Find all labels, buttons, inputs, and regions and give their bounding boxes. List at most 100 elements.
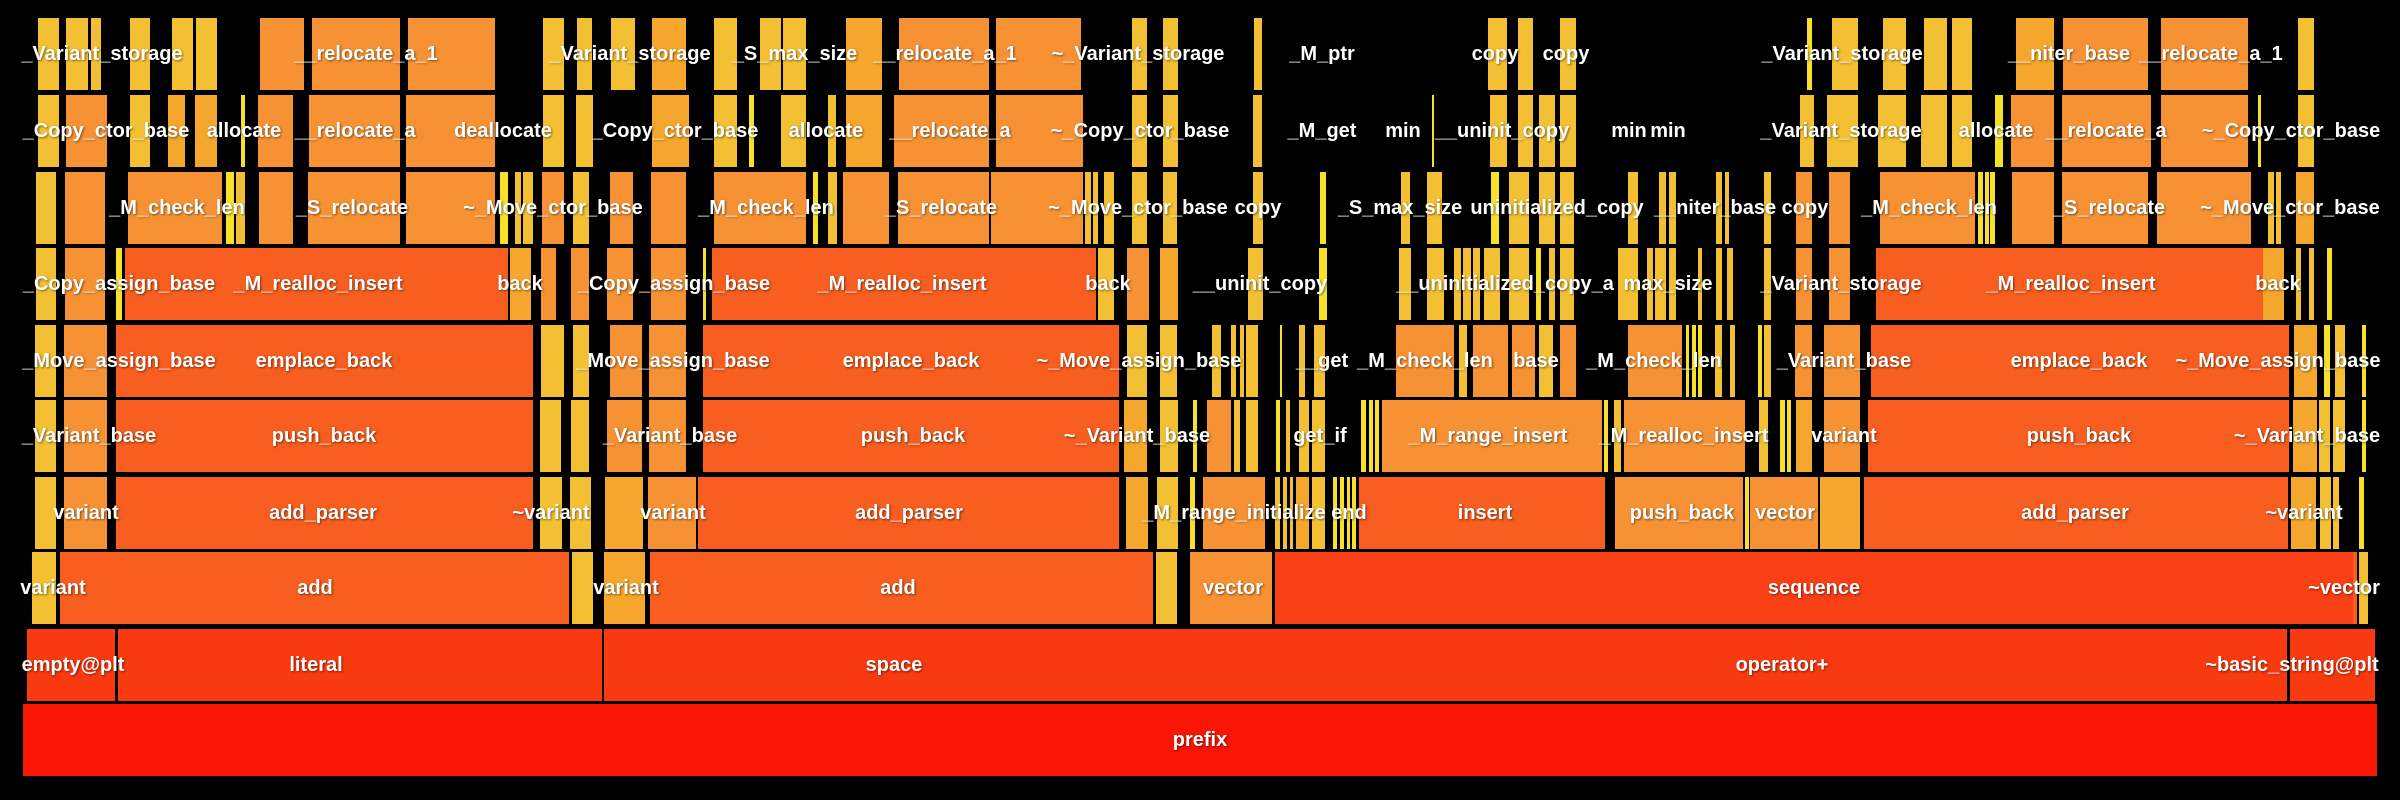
flame-bar[interactable] bbox=[846, 18, 882, 90]
flame-bar[interactable] bbox=[1864, 477, 2288, 549]
flame-bar[interactable] bbox=[1832, 18, 1858, 90]
flame-bar[interactable] bbox=[604, 629, 1188, 701]
flame-bar[interactable] bbox=[60, 552, 569, 624]
flame-bar[interactable] bbox=[1509, 172, 1529, 244]
flame-bar[interactable] bbox=[523, 172, 533, 244]
flame-bar[interactable] bbox=[1203, 477, 1265, 549]
flame-bar[interactable] bbox=[650, 552, 1153, 624]
flame-bar[interactable] bbox=[1253, 172, 1263, 244]
flame-bar[interactable] bbox=[1163, 95, 1178, 167]
flame-bar[interactable] bbox=[1878, 95, 1906, 167]
flame-bar[interactable] bbox=[168, 95, 185, 167]
flame-bar[interactable] bbox=[308, 172, 400, 244]
flame-bar[interactable] bbox=[1995, 95, 2003, 167]
flame-bar[interactable] bbox=[1730, 325, 1735, 397]
flame-bar[interactable] bbox=[1126, 477, 1148, 549]
flame-bar[interactable] bbox=[698, 477, 1119, 549]
flame-bar[interactable] bbox=[610, 325, 642, 397]
flame-bar[interactable] bbox=[1275, 552, 2353, 624]
flame-bar[interactable] bbox=[2294, 325, 2317, 397]
flame-bar[interactable] bbox=[35, 477, 56, 549]
flame-bar[interactable] bbox=[1698, 325, 1702, 397]
flame-bar[interactable] bbox=[91, 18, 101, 90]
flame-bar[interactable] bbox=[828, 172, 837, 244]
flame-bar[interactable] bbox=[1560, 248, 1574, 320]
flame-bar[interactable] bbox=[1518, 18, 1533, 90]
flame-bar[interactable] bbox=[1647, 248, 1653, 320]
flame-bar[interactable] bbox=[38, 95, 59, 167]
flame-bar[interactable] bbox=[1190, 552, 1272, 624]
flame-bar[interactable] bbox=[1490, 95, 1507, 167]
flame-bar[interactable] bbox=[1127, 325, 1147, 397]
flame-bar[interactable] bbox=[1188, 629, 2287, 701]
flame-bar[interactable] bbox=[35, 400, 56, 472]
flame-bar[interactable] bbox=[1829, 172, 1850, 244]
flame-bar[interactable] bbox=[1361, 400, 1366, 472]
flame-bar[interactable] bbox=[1614, 400, 1621, 472]
flame-bar[interactable] bbox=[116, 400, 533, 472]
flame-bar[interactable] bbox=[38, 18, 59, 90]
flame-bar[interactable] bbox=[1539, 95, 1555, 167]
flame-bar[interactable] bbox=[543, 18, 564, 90]
flame-bar[interactable] bbox=[2333, 477, 2339, 549]
flame-bar[interactable] bbox=[576, 95, 593, 167]
flame-bar[interactable] bbox=[572, 552, 593, 624]
flame-bar[interactable] bbox=[703, 325, 1119, 397]
flame-bar[interactable] bbox=[1286, 400, 1290, 472]
flame-bar[interactable] bbox=[64, 400, 107, 472]
flame-bar[interactable] bbox=[1876, 248, 2263, 320]
flame-bar[interactable] bbox=[1254, 18, 1262, 90]
flame-bar[interactable] bbox=[2335, 325, 2345, 397]
flame-bar[interactable] bbox=[1659, 172, 1666, 244]
flame-bar[interactable] bbox=[1163, 18, 1178, 90]
flame-bar[interactable] bbox=[651, 172, 686, 244]
flame-bar[interactable] bbox=[1473, 325, 1508, 397]
flame-bar[interactable] bbox=[1340, 477, 1344, 549]
flame-bar[interactable] bbox=[1780, 400, 1785, 472]
flame-bar[interactable] bbox=[2319, 400, 2330, 472]
flame-bar[interactable] bbox=[652, 95, 689, 167]
flame-bar[interactable] bbox=[510, 248, 531, 320]
flame-bar[interactable] bbox=[2161, 95, 2248, 167]
flame-bar[interactable] bbox=[1093, 172, 1098, 244]
flame-bar[interactable] bbox=[1536, 248, 1541, 320]
flame-bar[interactable] bbox=[1820, 477, 1860, 549]
flame-bar[interactable] bbox=[2296, 172, 2314, 244]
flame-bar[interactable] bbox=[2324, 325, 2330, 397]
flame-bar[interactable] bbox=[714, 172, 806, 244]
flame-bar[interactable] bbox=[2276, 172, 2281, 244]
flame-bar[interactable] bbox=[1618, 248, 1638, 320]
flame-bar[interactable] bbox=[65, 172, 105, 244]
flame-bar[interactable] bbox=[2016, 18, 2054, 90]
flame-bar[interactable] bbox=[1560, 325, 1576, 397]
flame-bar[interactable] bbox=[1246, 400, 1258, 472]
flame-bar[interactable] bbox=[781, 95, 806, 167]
flame-bar[interactable] bbox=[515, 172, 521, 244]
flame-bar[interactable] bbox=[1132, 172, 1147, 244]
flame-bar[interactable] bbox=[241, 95, 245, 167]
flame-bar[interactable] bbox=[1352, 477, 1356, 549]
flame-bar[interactable] bbox=[1880, 172, 1975, 244]
flame-bar[interactable] bbox=[828, 95, 836, 167]
flame-bar[interactable] bbox=[1624, 400, 1745, 472]
flame-bar[interactable] bbox=[1484, 248, 1500, 320]
flame-bar[interactable] bbox=[1382, 400, 1602, 472]
flame-bar[interactable] bbox=[1952, 18, 1972, 90]
flame-bar[interactable] bbox=[1160, 248, 1178, 320]
flame-bar[interactable] bbox=[1795, 325, 1812, 397]
flame-bar[interactable] bbox=[1157, 477, 1178, 549]
flame-bar[interactable] bbox=[1190, 477, 1195, 549]
flame-bar[interactable] bbox=[1320, 172, 1326, 244]
flame-bar[interactable] bbox=[1359, 477, 1605, 549]
flame-bar[interactable] bbox=[1369, 400, 1373, 472]
flame-bar[interactable] bbox=[1509, 248, 1529, 320]
flame-bar[interactable] bbox=[36, 172, 56, 244]
flame-bar[interactable] bbox=[2298, 18, 2314, 90]
flame-bar[interactable] bbox=[1246, 325, 1258, 397]
flame-bar[interactable] bbox=[2296, 248, 2301, 320]
flame-bar[interactable] bbox=[649, 400, 686, 472]
flame-bar[interactable] bbox=[1132, 95, 1147, 167]
flame-bar[interactable] bbox=[783, 18, 806, 90]
flame-bar[interactable] bbox=[64, 477, 107, 549]
flame-bar[interactable] bbox=[23, 704, 2377, 776]
